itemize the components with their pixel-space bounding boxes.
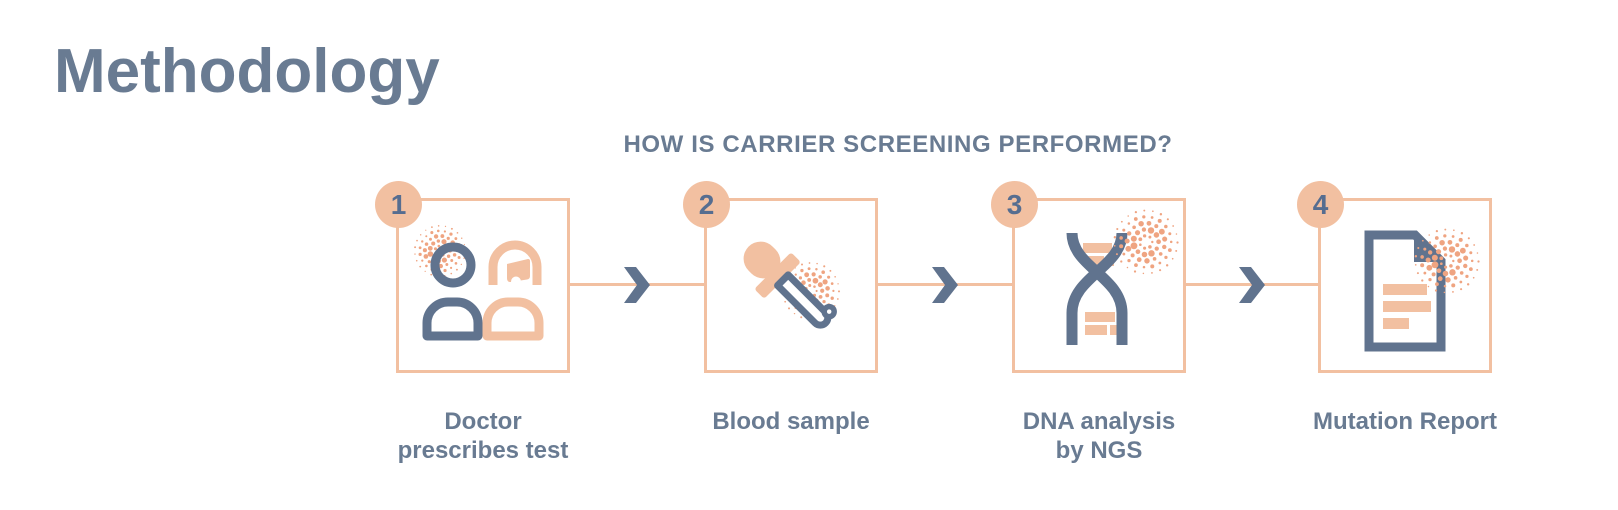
step-number-badge: 3: [991, 181, 1038, 228]
step-box-2: 2: [683, 181, 878, 373]
step-label: DNA analysis by NGS: [949, 407, 1249, 465]
chevron-right-icon: [624, 267, 650, 303]
step-label-line1: Mutation Report: [1313, 408, 1497, 435]
step-label-line1: DNA analysis: [1022, 408, 1176, 435]
step-box-3: 3: [991, 181, 1186, 373]
section-heading: HOW IS CARRIER SCREENING PERFORMED?: [623, 131, 1173, 158]
step-3: 3 DNA analysis by NGS: [991, 181, 1186, 464]
step-box-1: 1: [375, 181, 570, 373]
step-4: 4 Mutation Report: [1297, 181, 1497, 435]
dna-helix-icon: [1066, 209, 1179, 345]
step-number-badge: 4: [1297, 181, 1344, 228]
doctor-patient-icon: [414, 224, 544, 340]
dot-burst: [1414, 228, 1480, 293]
step-label-line1: Doctor: [444, 408, 522, 435]
step-label-line2: prescribes test: [397, 437, 569, 464]
chevron-right-icon: [932, 267, 958, 303]
step-label: Doctor prescribes test: [333, 407, 633, 465]
step-box-4: 4: [1297, 181, 1492, 373]
step-label: Blood sample: [641, 407, 941, 436]
page-title: Methodology: [54, 37, 440, 106]
blood-dropper-icon: [743, 241, 841, 329]
step-label-line1: Blood sample: [712, 408, 870, 435]
step-number-badge: 2: [683, 181, 730, 228]
dot-burst: [1113, 209, 1179, 274]
step-label: Mutation Report: [1255, 407, 1555, 436]
step-number: 2: [698, 188, 715, 220]
chevron-right-icon: [1239, 267, 1265, 303]
step-label-line2: by NGS: [1055, 437, 1143, 464]
step-number: 3: [1006, 188, 1023, 220]
step-1: 1 Doctor prescribes test: [375, 181, 570, 464]
step-number: 4: [1312, 188, 1329, 220]
step-number: 1: [390, 188, 407, 220]
step-2: 2 Blood sample: [683, 181, 878, 435]
mutation-report-icon: [1364, 228, 1480, 351]
step-number-badge: 1: [375, 181, 422, 228]
